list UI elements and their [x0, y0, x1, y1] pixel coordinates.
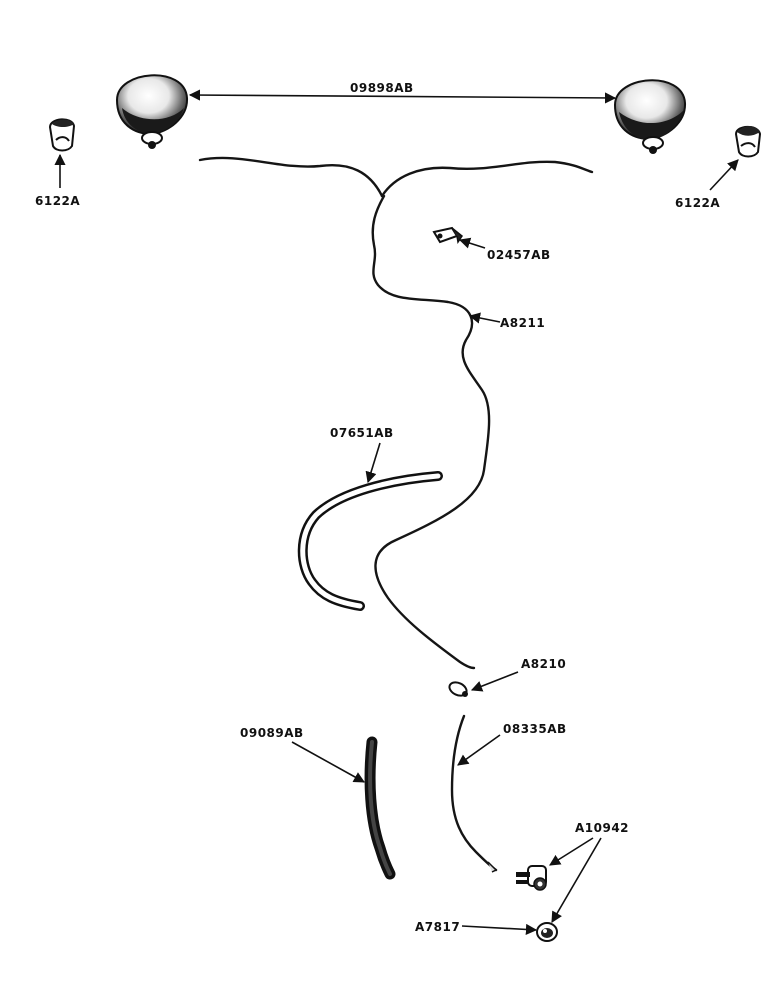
- connector-leader: [470, 671, 519, 692]
- sleeve-leader: [365, 442, 381, 484]
- switch-icon: [516, 865, 547, 891]
- switch-leader-2: [551, 837, 602, 923]
- knob-leader: [461, 923, 538, 936]
- connector-icon: [448, 681, 468, 697]
- harness-wire-left: [198, 156, 384, 198]
- lead-wire-label: 08335AB: [503, 722, 567, 736]
- harness-wire-trunk: [371, 194, 491, 670]
- switch-label: A10942: [575, 821, 629, 835]
- harness-wire-right: [380, 160, 594, 198]
- bulb-right-leader: [709, 159, 739, 191]
- lamp-pair-label: 09898AB: [350, 81, 414, 95]
- lamp-pair-leader: [188, 89, 617, 104]
- clip-icon: [432, 226, 464, 244]
- lamp-right-icon: [613, 79, 687, 154]
- knob-label: A7817: [415, 920, 460, 934]
- bulb-right-label: 6122A: [675, 196, 720, 210]
- bulb-left-icon: [48, 118, 76, 152]
- harness-label: A8211: [500, 316, 545, 330]
- knob-icon: [536, 922, 558, 942]
- lead-wire: [450, 714, 498, 872]
- sleeve-label: 07651AB: [330, 426, 394, 440]
- clip-label: 02457AB: [487, 248, 551, 262]
- lead-wire-leader: [457, 734, 501, 766]
- switch-leader-1: [549, 837, 594, 866]
- connector-label: A8210: [521, 657, 566, 671]
- lamp-left-icon: [115, 74, 189, 149]
- clip-leader: [458, 237, 486, 249]
- sleeve-tube: [297, 471, 443, 611]
- bulb-right-icon: [734, 125, 762, 158]
- tube-label: 09089AB: [240, 726, 304, 740]
- tube-leader: [291, 741, 365, 783]
- bulb-left-label: 6122A: [35, 194, 80, 208]
- harness-leader: [468, 312, 501, 324]
